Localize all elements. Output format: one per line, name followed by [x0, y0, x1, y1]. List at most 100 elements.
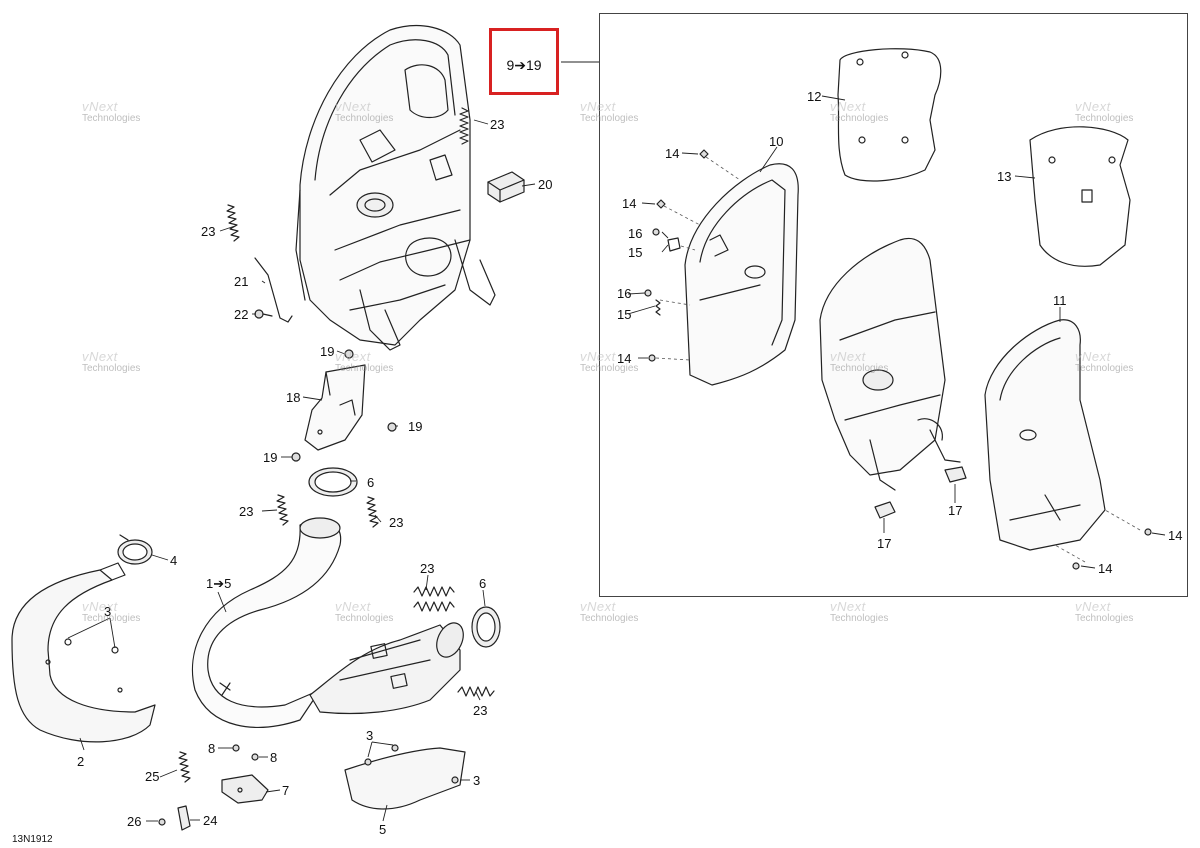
- spring-25: [178, 751, 191, 783]
- heat-shield-5: [344, 744, 466, 810]
- callout-18[interactable]: 18: [286, 390, 301, 405]
- callout-23[interactable]: 23: [490, 117, 505, 132]
- callout-2[interactable]: 2: [77, 754, 85, 769]
- rubber-block-17-a: [874, 501, 896, 519]
- nut-14-e: [1072, 562, 1080, 570]
- clip-14-b: [656, 199, 666, 209]
- callout-3[interactable]: 3: [473, 773, 481, 788]
- callout-24[interactable]: 24: [203, 813, 218, 828]
- spring-23-pipe-b: [413, 601, 455, 612]
- callout-6[interactable]: 6: [479, 576, 487, 591]
- callout-23[interactable]: 23: [420, 561, 435, 576]
- diagram-code: 13N1912: [12, 834, 53, 845]
- callout-4[interactable]: 4: [170, 553, 178, 568]
- gasket-ring-6-a: [308, 467, 358, 497]
- callout-14[interactable]: 14: [622, 196, 637, 211]
- nut-14-c: [648, 354, 656, 362]
- spring-23-top: [459, 107, 469, 145]
- callout-8[interactable]: 8: [208, 741, 216, 756]
- nut-19-b: [387, 422, 397, 432]
- spring-23-pipe-a: [413, 586, 455, 597]
- leader-lines: [67, 61, 1166, 822]
- callout-7[interactable]: 7: [282, 783, 290, 798]
- bracket-18: [304, 364, 366, 451]
- callout-22[interactable]: 22: [234, 307, 249, 322]
- callout-17[interactable]: 17: [948, 503, 963, 518]
- callout-16[interactable]: 16: [617, 286, 632, 301]
- callout-1-to-5[interactable]: 1➔5: [206, 576, 232, 591]
- bracket-15-a: [667, 237, 681, 252]
- callout-14[interactable]: 14: [1168, 528, 1183, 543]
- rod-21: [254, 257, 293, 323]
- clamp-4: [117, 534, 153, 565]
- callout-23[interactable]: 23: [201, 224, 216, 239]
- callout-23[interactable]: 23: [389, 515, 404, 530]
- spring-23-left: [226, 204, 240, 242]
- callout-20[interactable]: 20: [538, 177, 553, 192]
- callout-16[interactable]: 16: [628, 226, 643, 241]
- exhaust-pipe-assembly: [191, 517, 464, 728]
- nut-19-c: [291, 452, 301, 462]
- detail-inset-frame: [599, 13, 1188, 597]
- callout-15[interactable]: 15: [617, 307, 632, 322]
- spring-23-pipe-c: [457, 686, 495, 697]
- callout-19[interactable]: 19: [320, 344, 335, 359]
- callout-17[interactable]: 17: [877, 536, 892, 551]
- callout-21[interactable]: 21: [234, 274, 249, 289]
- spring-15-b: [655, 299, 661, 316]
- callout-8[interactable]: 8: [270, 750, 278, 765]
- callout-19[interactable]: 19: [263, 450, 278, 465]
- callout-19[interactable]: 19: [408, 419, 423, 434]
- callout-11[interactable]: 11: [1053, 293, 1067, 308]
- rubber-block-20: [487, 171, 525, 203]
- nut-26: [158, 818, 166, 826]
- callout-13[interactable]: 13: [997, 169, 1012, 184]
- callout-3[interactable]: 3: [104, 604, 112, 619]
- callout-3[interactable]: 3: [366, 728, 374, 743]
- dashed-leader-lines: [655, 156, 1141, 563]
- muffler-cover-10: [684, 163, 799, 386]
- callout-25[interactable]: 25: [145, 769, 160, 784]
- insulation-pad-13: [1029, 126, 1131, 267]
- heat-guard-2: [11, 562, 156, 743]
- screw-8-b: [251, 753, 259, 761]
- callout-5[interactable]: 5: [379, 822, 387, 837]
- callout-23[interactable]: 23: [239, 504, 254, 519]
- spring-23-mid-left: [276, 494, 289, 526]
- callout-6[interactable]: 6: [367, 475, 375, 490]
- muffler-housing-detail: [819, 237, 961, 491]
- callout-23[interactable]: 23: [473, 703, 488, 718]
- callout-14[interactable]: 14: [1098, 561, 1113, 576]
- callout-12[interactable]: 12: [807, 89, 822, 104]
- callout-14[interactable]: 14: [617, 351, 632, 366]
- clip-24: [177, 805, 191, 831]
- inner-shell-11: [984, 319, 1106, 551]
- callout-10[interactable]: 10: [769, 134, 784, 149]
- callout-14[interactable]: 14: [665, 146, 680, 161]
- rubber-block-17-b: [944, 466, 967, 483]
- range-callout-label: 9➔19: [506, 57, 542, 73]
- callout-26[interactable]: 26: [127, 814, 142, 829]
- bracket-7: [221, 774, 269, 804]
- spring-23-mid-right: [366, 496, 379, 528]
- callout-15[interactable]: 15: [628, 245, 643, 260]
- nut-14-d: [1144, 528, 1152, 536]
- highlighted-range-callout[interactable]: 9➔19: [489, 28, 559, 95]
- insulation-pad-12: [837, 48, 942, 182]
- screw-8-a: [232, 744, 240, 752]
- screw-16-a: [652, 228, 660, 236]
